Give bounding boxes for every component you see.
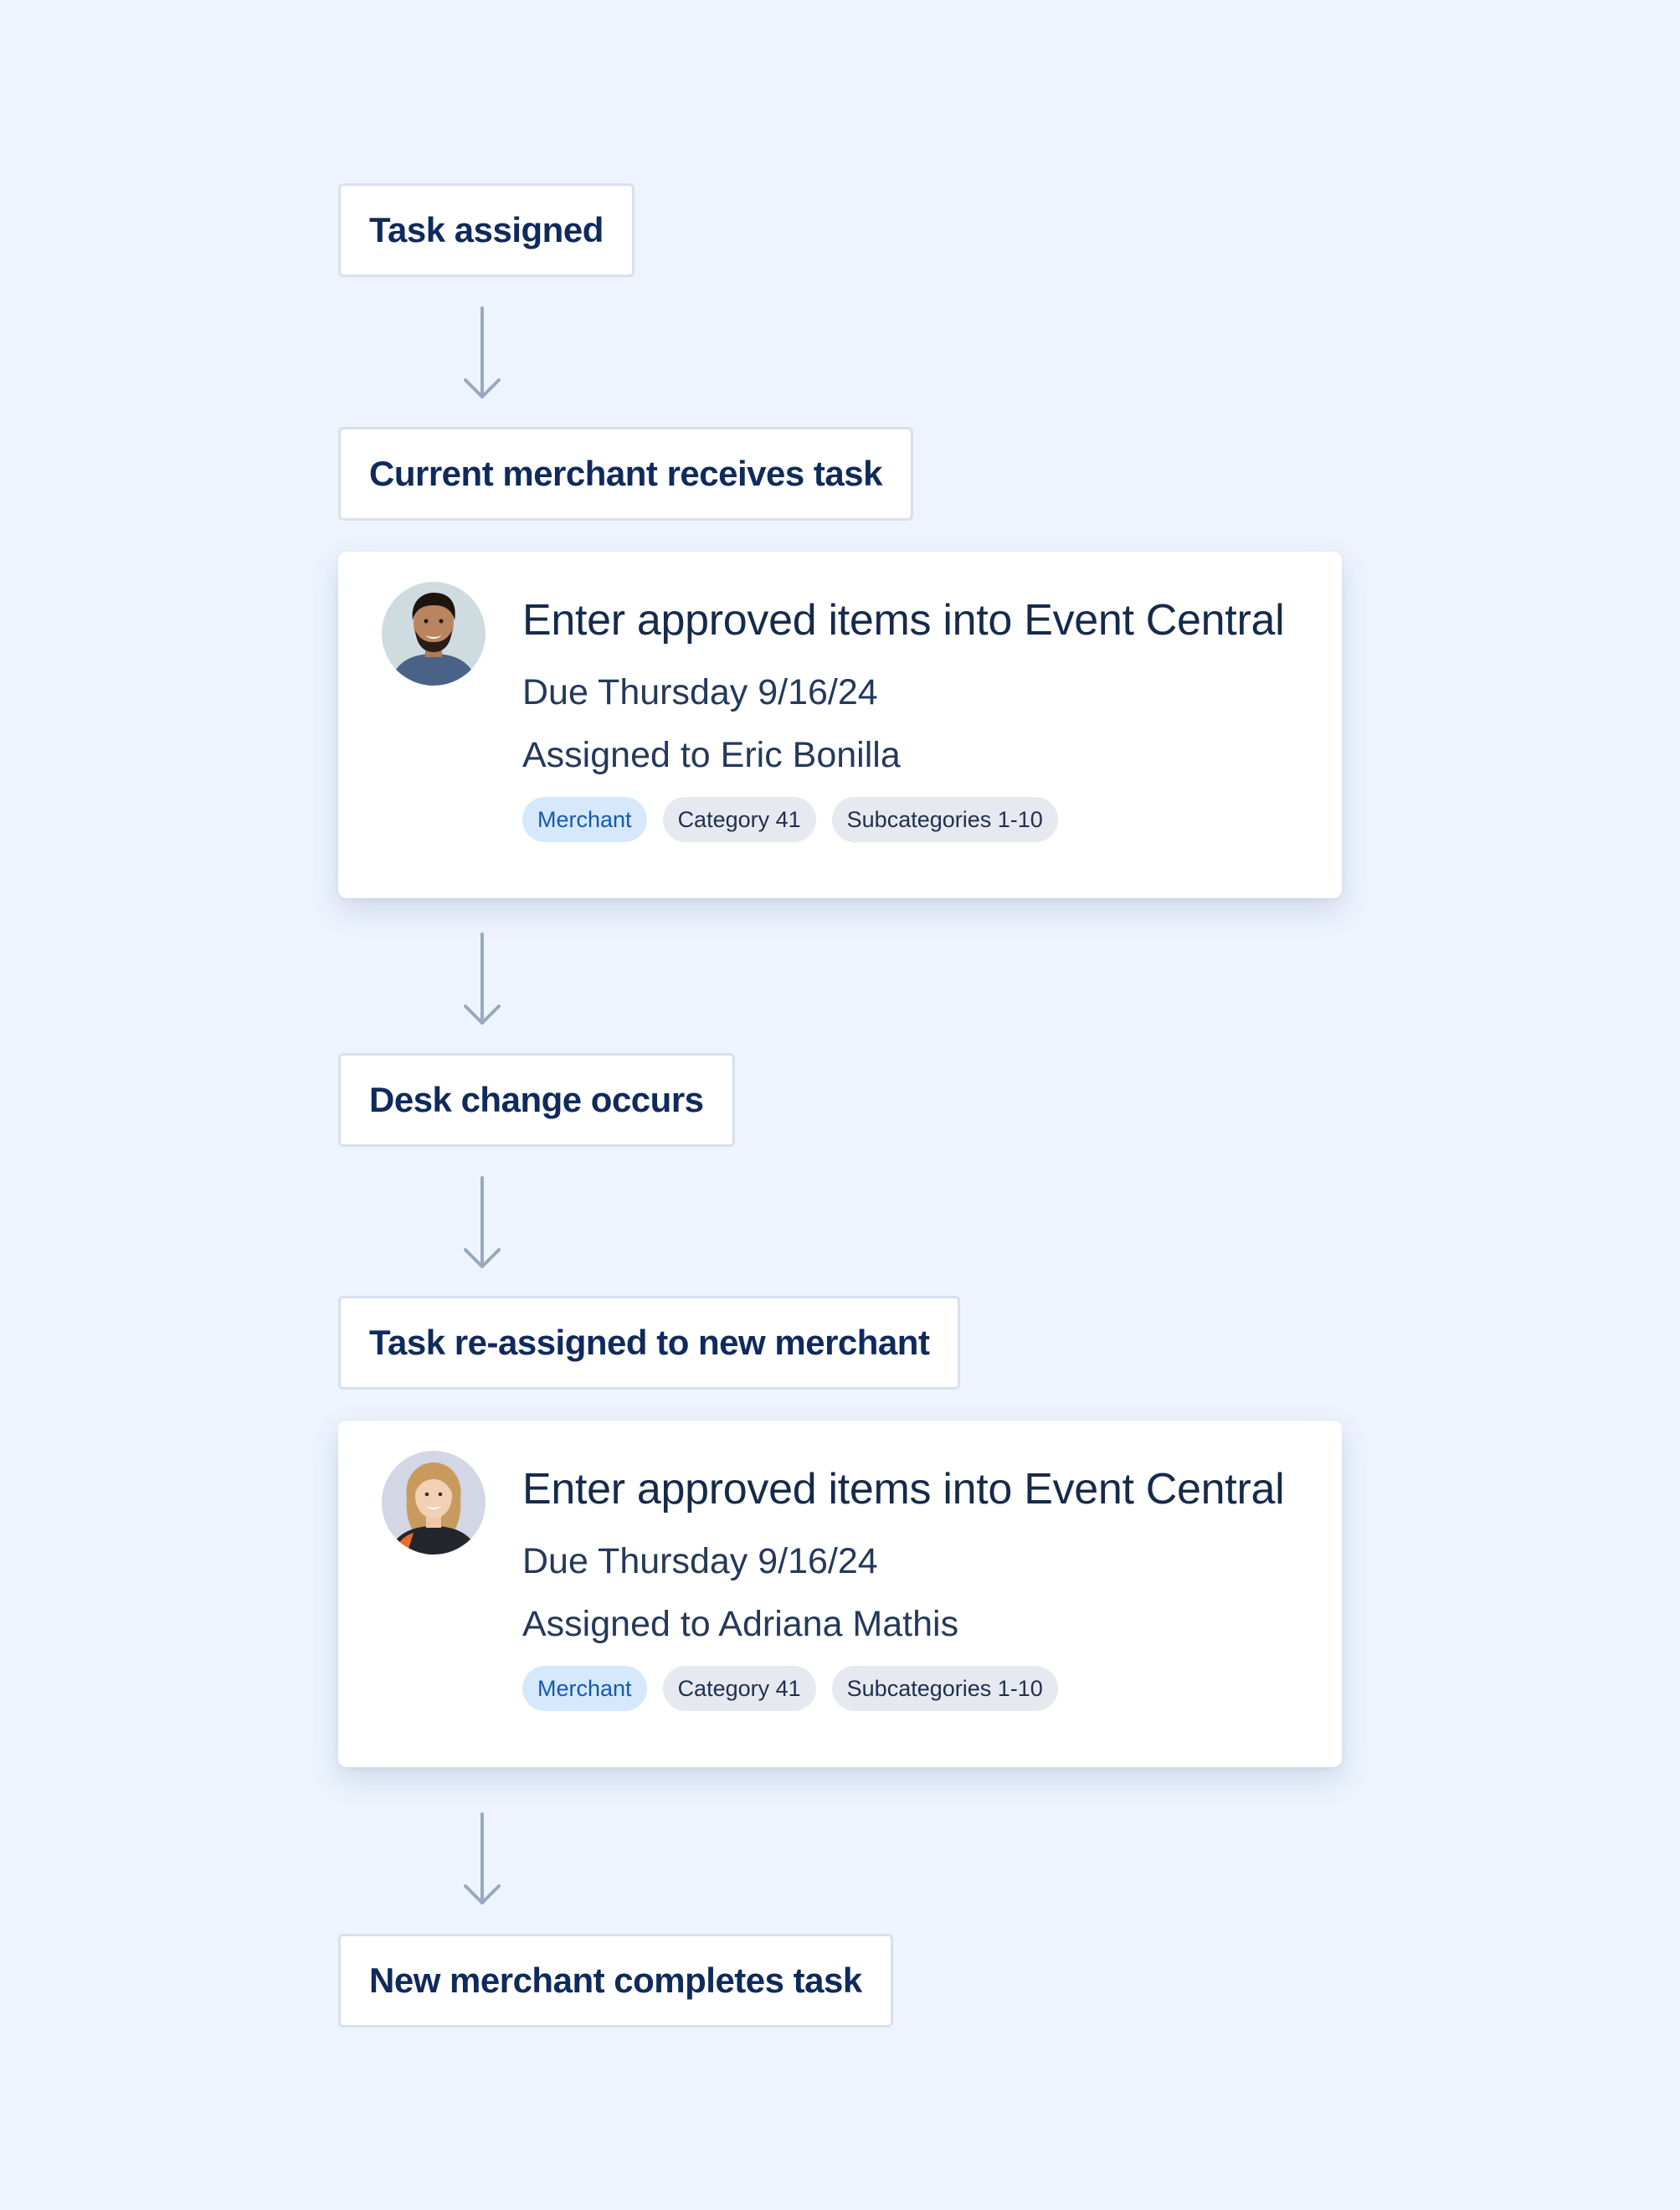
down-arrow-icon xyxy=(457,933,507,1028)
tag-category: Category 41 xyxy=(662,1666,816,1711)
tag-list: Merchant Category 41 Subcategories 1-10 xyxy=(522,797,1308,842)
task-card[interactable]: Enter approved items into Event Central … xyxy=(338,1421,1342,1767)
down-arrow-icon xyxy=(457,1176,507,1272)
down-arrow-icon xyxy=(457,306,507,402)
assignee: Assigned to Eric Bonilla xyxy=(522,735,901,775)
assignee: Assigned to Adriana Mathis xyxy=(522,1604,959,1644)
step-new-merchant-completes-task: New merchant completes task xyxy=(338,1934,893,2028)
tag-subcategories: Subcategories 1-10 xyxy=(831,1666,1058,1711)
tag-category: Category 41 xyxy=(662,797,816,842)
step-label: Task assigned xyxy=(369,210,604,249)
tag-merchant: Merchant xyxy=(522,1666,647,1711)
step-label: New merchant completes task xyxy=(369,1961,862,2000)
step-desk-change-occurs: Desk change occurs xyxy=(338,1053,735,1147)
task-title: Enter approved items into Event Central xyxy=(522,596,1285,645)
avatar xyxy=(382,1451,486,1555)
step-label: Task re-assigned to new merchant xyxy=(369,1323,930,1362)
due-date: Due Thursday 9/16/24 xyxy=(522,672,878,712)
tag-subcategories: Subcategories 1-10 xyxy=(831,797,1058,842)
step-current-merchant-receives-task: Current merchant receives task xyxy=(338,427,913,521)
step-label: Desk change occurs xyxy=(369,1080,704,1119)
tag-list: Merchant Category 41 Subcategories 1-10 xyxy=(522,1666,1308,1711)
step-label: Current merchant receives task xyxy=(369,454,882,493)
task-title: Enter approved items into Event Central xyxy=(522,1465,1285,1514)
avatar xyxy=(382,582,486,686)
tag-merchant: Merchant xyxy=(522,797,647,842)
task-card[interactable]: Enter approved items into Event Central … xyxy=(338,552,1342,898)
due-date: Due Thursday 9/16/24 xyxy=(522,1541,878,1581)
step-task-assigned: Task assigned xyxy=(338,183,634,277)
down-arrow-icon xyxy=(457,1812,507,1908)
step-task-reassigned: Task re-assigned to new merchant xyxy=(338,1296,961,1390)
